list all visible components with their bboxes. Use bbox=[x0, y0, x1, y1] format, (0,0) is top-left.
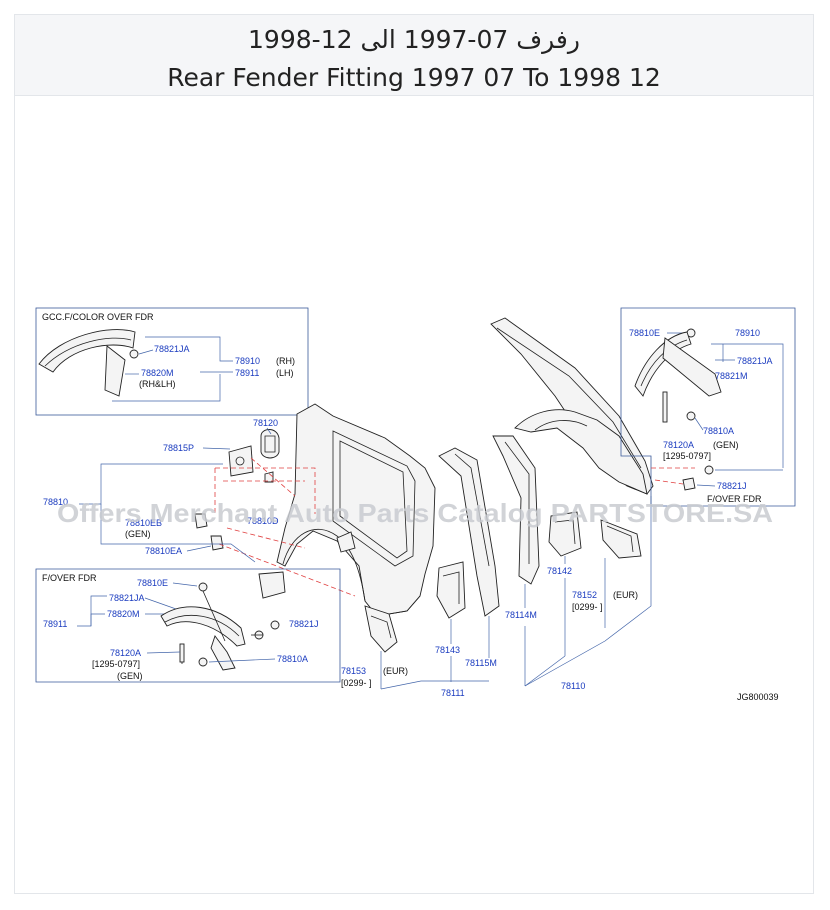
label-left-78810A: 78810A bbox=[277, 654, 308, 664]
label-right-gen: (GEN) bbox=[713, 440, 739, 450]
left-nut-78810A-icon bbox=[198, 657, 208, 667]
label-gen-1: (GEN) bbox=[125, 529, 151, 539]
clip-78821J-icon bbox=[270, 620, 280, 630]
left-clip-78810E-icon bbox=[198, 582, 208, 592]
label-78815P: 78815P bbox=[163, 443, 194, 453]
gcc-fender-flare-tail bbox=[104, 345, 126, 397]
gcc-fender-flare bbox=[38, 329, 136, 373]
label-right-78810A: 78810A bbox=[703, 426, 734, 436]
fover-left-box-title: F/OVER FDR bbox=[42, 573, 97, 583]
right-stud-78120A-icon bbox=[662, 391, 668, 423]
label-gcc-78820M: 78820M bbox=[141, 368, 174, 378]
label-78810EB: 78810EB bbox=[125, 518, 162, 528]
label-gcc-78910: 78910 bbox=[235, 356, 260, 366]
pillar-78115M bbox=[438, 447, 500, 617]
small-clip-icon bbox=[264, 471, 274, 483]
label-78143: 78143 bbox=[435, 645, 460, 655]
right-nut-78810A-icon bbox=[686, 411, 696, 421]
quarter-window-frame bbox=[332, 430, 416, 567]
label-right-78821J: 78821J bbox=[717, 481, 747, 491]
fuel-filler-ring bbox=[260, 429, 280, 459]
label-78114M: 78114M bbox=[505, 610, 537, 620]
label-left-78911: 78911 bbox=[43, 619, 67, 629]
label-left-date: [1295-0797] bbox=[92, 659, 140, 669]
label-78142: 78142 bbox=[547, 566, 572, 576]
quarter-window-glass bbox=[339, 440, 408, 559]
gcc-box-title: GCC.F/COLOR OVER FDR bbox=[42, 312, 154, 322]
label-78152-date: [0299- ] bbox=[572, 602, 603, 612]
fover-right-box-title: F/OVER FDR bbox=[707, 494, 762, 504]
label-78153-date: [0299- ] bbox=[341, 678, 372, 688]
label-right-78120A: 78120A bbox=[663, 440, 694, 450]
rear-wheel-arch bbox=[282, 528, 366, 602]
label-78810D: 78810D bbox=[247, 516, 279, 526]
left-fender-flare bbox=[160, 606, 246, 647]
label-78821J: 78821J bbox=[289, 619, 319, 629]
fuel-lid-housing bbox=[336, 531, 356, 553]
right-fender-flare-body bbox=[662, 337, 722, 397]
label-78153-eur: (EUR) bbox=[383, 666, 408, 676]
label-right-78810E: 78810E bbox=[629, 328, 660, 338]
body-side-outer bbox=[514, 409, 648, 495]
page-frame: رفرف 07-1997 الى 12-1998 Rear Fender Fit… bbox=[14, 14, 814, 894]
label-78120: 78120 bbox=[253, 418, 278, 428]
label-right-78821JA: 78821JA bbox=[737, 356, 773, 366]
label-gcc-78911: 78911 bbox=[235, 368, 259, 378]
label-78810EA: 78810EA bbox=[145, 546, 182, 556]
label-gcc-rh: (RH) bbox=[276, 356, 295, 366]
left-fender-flare-tail bbox=[210, 635, 236, 671]
label-left-78120A: 78120A bbox=[110, 648, 141, 658]
label-78115M: 78115M bbox=[465, 658, 497, 668]
fuel-lid-bracket bbox=[228, 445, 254, 477]
label-gcc-rhlh: (RH&LH) bbox=[139, 379, 176, 389]
label-78111: 78111 bbox=[441, 688, 465, 698]
grommet-78810EA-icon bbox=[210, 535, 224, 551]
page-title-arabic: رفرف 07-1997 الى 12-1998 bbox=[248, 25, 580, 54]
label-78152: 78152 bbox=[572, 590, 597, 600]
gcc-fender-flare-edge bbox=[44, 337, 132, 367]
right-clip-78821J-icon bbox=[682, 477, 696, 491]
label-right-date: [1295-0797] bbox=[663, 451, 711, 461]
title-header: رفرف 07-1997 الى 12-1998 Rear Fender Fit… bbox=[15, 15, 813, 96]
label-78153: 78153 bbox=[341, 666, 366, 676]
label-gcc-lh: (LH) bbox=[276, 368, 294, 378]
pillar-78114M bbox=[492, 435, 540, 585]
label-78810: 78810 bbox=[43, 497, 68, 507]
gcc-clip-icon bbox=[129, 349, 139, 359]
label-left-78821JA: 78821JA bbox=[109, 593, 145, 603]
parts-diagram: GCC.F/COLOR OVER FDR 78821JA 78820M (RH&… bbox=[35, 307, 796, 702]
label-left-gen: (GEN) bbox=[117, 671, 143, 681]
inner-panel-78143 bbox=[436, 561, 466, 619]
fover-fender-left-box bbox=[35, 568, 341, 683]
inner-panel-78152 bbox=[600, 519, 642, 559]
fuel-lid-panel bbox=[258, 571, 286, 599]
diagram-code: JG800039 bbox=[737, 692, 779, 702]
watermark-text: Offers Merchant Auto Parts Catalog PARTS… bbox=[57, 498, 773, 528]
page-title-english: Rear Fender Fitting 1997 07 To 1998 12 bbox=[167, 63, 661, 92]
right-clip-78821JA-icon bbox=[704, 465, 714, 475]
gcc-over-fender-box bbox=[35, 307, 309, 416]
left-stud-78120A-icon bbox=[179, 643, 185, 663]
grommet-78810EB-icon bbox=[194, 513, 208, 529]
label-78152-eur: (EUR) bbox=[613, 590, 638, 600]
label-gcc-78821JA: 78821JA bbox=[154, 344, 190, 354]
label-left-78820M: 78820M bbox=[107, 609, 140, 619]
inner-panel-78153 bbox=[364, 605, 398, 653]
fover-fender-right-box bbox=[620, 307, 796, 507]
label-right-78910: 78910 bbox=[735, 328, 760, 338]
label-78110: 78110 bbox=[561, 681, 585, 691]
label-left-78810E: 78810E bbox=[137, 578, 168, 588]
label-right-78821M: 78821M bbox=[715, 371, 748, 381]
